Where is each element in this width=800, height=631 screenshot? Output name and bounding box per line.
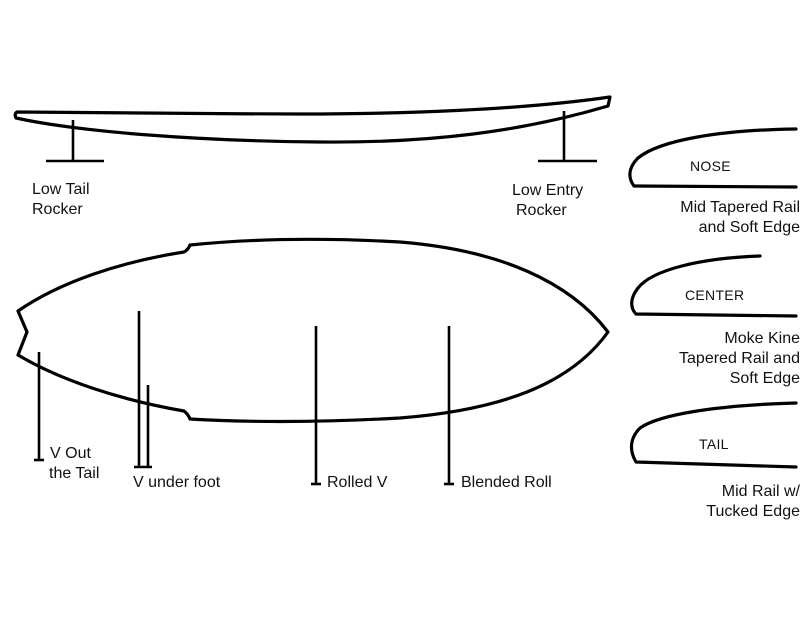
contour-label-line: V Out <box>50 445 91 462</box>
contour-label-v-under-foot: V under foot <box>133 474 221 491</box>
tail-rocker-label: Low Tail Rocker <box>32 180 90 220</box>
rail-description-nose: Mid Tapered Rail and Soft Edge <box>680 198 800 238</box>
contour-label-blended-roll: Blended Roll <box>461 474 552 491</box>
board-outline <box>16 237 610 424</box>
tail-rocker-label-line: Rocker <box>32 201 83 218</box>
rail-description-line: Soft Edge <box>729 370 800 387</box>
rail-description-line: Mid Tapered Rail <box>680 199 800 216</box>
entry-rocker-label-line: Rocker <box>516 202 567 219</box>
rail-section-nose: NOSE <box>690 158 731 174</box>
rail-profile-center <box>630 254 798 318</box>
rail-description-line: Tucked Edge <box>706 503 800 520</box>
rail-profile-tail <box>629 401 798 469</box>
contour-label-line: the Tail <box>49 465 100 482</box>
entry-rocker-label: Low Entry Rocker <box>512 181 583 221</box>
rail-description-line: Mid Rail w/ <box>721 483 800 500</box>
contour-label-v-out-tail: V Out the Tail <box>49 444 99 484</box>
rocker-profile <box>13 95 612 144</box>
rail-section-tail: TAIL <box>699 436 729 452</box>
rail-description-line: and Soft Edge <box>698 219 800 236</box>
rail-section-center: CENTER <box>685 287 745 303</box>
rail-description-center: Moke Kine Tapered Rail and Soft Edge <box>679 329 800 389</box>
rail-description-line: Tapered Rail and <box>679 350 800 367</box>
rail-description-line: Moke Kine <box>724 330 800 347</box>
tail-rocker-label-line: Low Tail <box>32 181 90 198</box>
rail-profile-nose <box>628 127 798 189</box>
contour-label-rolled-v: Rolled V <box>327 474 388 491</box>
entry-rocker-label-line: Low Entry <box>512 182 584 199</box>
rail-description-tail: Mid Rail w/ Tucked Edge <box>706 482 800 522</box>
